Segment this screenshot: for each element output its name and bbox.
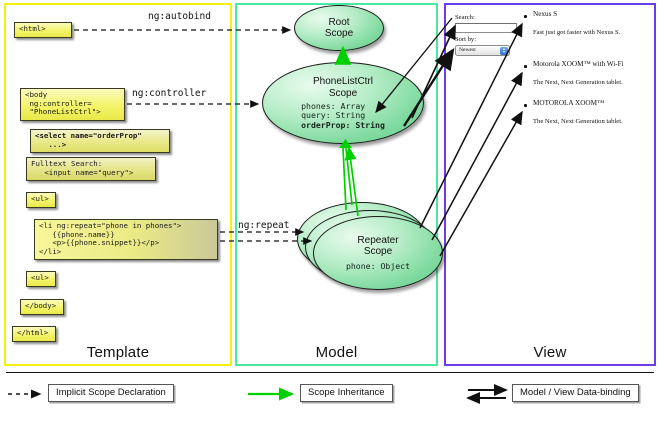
root-scope: Root Scope [294, 5, 384, 51]
code-box-fulltext-search: Fulltext Search: <input name="query"> [26, 157, 156, 182]
phonelistctrl-prop-phones: phones: Array [301, 101, 366, 112]
panel-view: View [444, 3, 656, 366]
connector-label-repeat: ng:repeat [238, 220, 290, 231]
panel-model: Model [235, 3, 438, 366]
repeater-scope: Repeater Scope phone: Object [313, 216, 443, 290]
phone-name: MOTOROLA XOOM™ [533, 99, 605, 107]
view-sort-label: Sort by: [455, 36, 477, 43]
legend-scope-inheritance: Scope Inheritance [300, 384, 393, 402]
code-box-ul-open: <ul> [26, 192, 56, 208]
phonelistctrl-scope-title-1: PhoneListCtrl [312, 76, 374, 88]
phonelistctrl-scope-title-2: Scope [328, 87, 358, 99]
phone-name: Motorola XOOM™ with Wi-Fi [533, 60, 624, 68]
panel-template-label: Template [86, 344, 150, 361]
legend-model-view-databinding: Model / View Data-binding [512, 384, 639, 402]
repeater-prop-phone: phone: Object [345, 260, 411, 271]
root-scope-title-1: Root [328, 16, 350, 28]
phonelistctrl-prop-orderprop: orderProp: String [301, 119, 385, 130]
sort-by-select[interactable]: Newest [455, 45, 510, 56]
list-bullet [524, 65, 527, 68]
phone-snippet: The Next, Next Generation tablet. [533, 118, 623, 125]
view-search-label: Search: [455, 14, 475, 21]
root-scope-title-2: Scope [324, 28, 354, 39]
search-input[interactable] [455, 23, 517, 33]
phone-snippet: The Next, Next Generation tablet. [533, 79, 623, 86]
repeater-scope-title-2: Scope [363, 246, 393, 258]
sort-by-selected-value: Newest [459, 47, 476, 53]
phonelistctrl-scope: PhoneListCtrl Scope phones: Array query:… [262, 62, 424, 144]
connector-label-controller: ng:controller [132, 88, 207, 99]
list-bullet [524, 104, 527, 107]
code-box-li-ngrepeat: <li ng:repeat="phone in phones"> {{phone… [34, 219, 218, 261]
code-box-body-controller: <body ng:controller= "PhoneListCtrl"> [20, 88, 125, 121]
legend-divider [6, 372, 654, 373]
list-bullet [524, 15, 527, 18]
repeater-scope-title-1: Repeater [357, 234, 399, 246]
legend-implicit-scope-declaration: Implicit Scope Declaration [48, 384, 174, 402]
legend: Implicit Scope Declaration Scope Inherit… [0, 372, 660, 421]
phone-name: Nexus S [533, 10, 558, 18]
panel-model-label: Model [315, 344, 358, 361]
code-box-html-close: </html> [12, 326, 56, 342]
code-box-ul-close: <ul> [26, 271, 56, 287]
panel-view-label: View [533, 344, 567, 361]
code-box-select-orderprop: <select name="orderProp" ...> [30, 129, 170, 154]
connector-label-autobind: ng:autobind [148, 11, 211, 22]
code-box-html-open: <html> [14, 22, 72, 38]
chevron-updown-icon[interactable] [500, 47, 508, 55]
phone-snippet: Fast just got faster with Nexus S. [533, 29, 621, 36]
phonelistctrl-prop-query: query: String [301, 110, 366, 121]
code-box-body-close: </body> [20, 299, 64, 315]
